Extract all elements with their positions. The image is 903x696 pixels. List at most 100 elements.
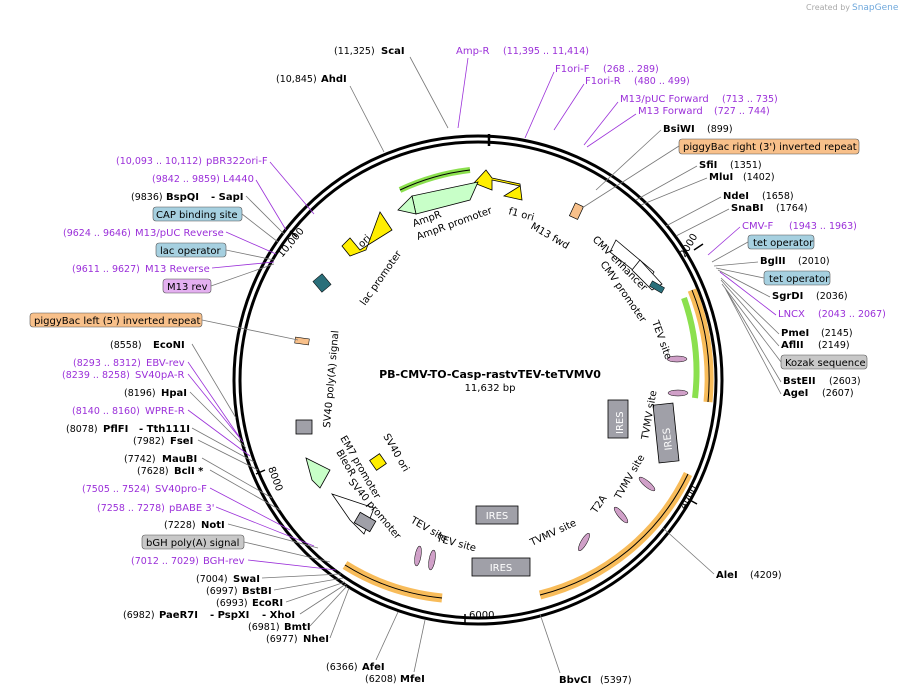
primer-sv40pro-f-coord: (7505 .. 7524) — [82, 484, 150, 495]
site-snabi: SnaBI — [731, 203, 763, 214]
site-ahdi: AhdI — [321, 74, 347, 85]
m13-rev-label: M13 rev — [167, 282, 208, 293]
site-sfii-leader — [635, 165, 698, 201]
site-noti: NotI — [201, 520, 225, 531]
site-ecori-coord: (6993) — [216, 598, 248, 609]
ires-block-4 — [471, 557, 531, 577]
site-agei-coord: (2607) — [822, 388, 854, 399]
site-nhei-coord: (6977) — [266, 634, 298, 645]
primer-f1ori-f-coord: (268 .. 289) — [603, 64, 659, 75]
site-fsei: FseI — [170, 436, 193, 447]
primer-pbr322-leader — [269, 161, 315, 215]
site-hpai-coord: (8196) — [124, 388, 156, 399]
credit-label: Created by — [806, 3, 850, 12]
site-ecori: EcoRI — [252, 598, 283, 609]
primer-f1ori-r: F1ori-R — [585, 76, 621, 87]
backbone-inner — [238, 140, 718, 620]
pb-left-leader — [201, 319, 299, 341]
ires-block-2 — [652, 402, 680, 464]
primer-lncx-leader — [719, 271, 777, 316]
site-econi-leader — [191, 343, 237, 419]
lac-operator-mark — [312, 273, 332, 293]
site-bglii-leader — [713, 261, 759, 267]
site-maubi-coord: (7742) — [124, 454, 156, 465]
site-ahdi-coord: (10,845) — [276, 74, 317, 85]
site-alei: AleI — [716, 570, 738, 581]
primer-m13-puc-forward: M13/pUC Forward — [620, 94, 709, 105]
primer-m13-reverse: M13 Reverse — [145, 264, 210, 275]
tvmv-site-mark-3 — [578, 532, 590, 552]
site-pflfi: PflFI — [103, 424, 128, 435]
site-ahdi-leader — [349, 85, 385, 153]
sv40-promoter-grey — [353, 511, 377, 533]
t2a-mark — [613, 506, 629, 524]
plasmid-name: PB-CMV-TO-Casp-rastvTEV-teTVMV0 — [379, 368, 601, 381]
orange-band-3-line — [344, 564, 443, 599]
site-bstbi: BstBI — [242, 586, 272, 597]
site-bglii: BglII — [760, 256, 786, 267]
tet-operator-leader-1 — [711, 241, 749, 263]
primer-m13-reverse-leader — [211, 261, 275, 269]
primer-m13-puc-leader — [583, 101, 619, 146]
bgh-label: bGH poly(A) signal — [146, 538, 239, 549]
site-bbvci: BbvCI — [559, 675, 591, 686]
ires-label-3: IRES — [486, 511, 509, 522]
site-fsei-leader — [197, 439, 259, 471]
feature-tev-site-3: TEV site — [434, 533, 477, 554]
pb-right-label: piggyBac right (3') inverted repeat — [683, 142, 857, 153]
site-mlui: MluI — [709, 172, 733, 183]
site-bbvci-leader — [539, 613, 561, 674]
green-band-2-line — [399, 169, 471, 191]
primer-pbr322: pBR322ori-F — [206, 156, 268, 167]
feature-m13-fwd: M13 fwd — [529, 221, 571, 252]
pb-right-label-box — [678, 138, 860, 155]
ires-label-1: IRES — [615, 411, 626, 434]
primer-m13-forward-coord: (727 .. 744) — [714, 106, 770, 117]
pb-right-leader — [581, 145, 680, 209]
primer-pbr322-coord: (10,093 .. 10,112) — [116, 156, 202, 167]
site-mlui-leader — [640, 177, 708, 206]
site-agei: AgeI — [783, 388, 808, 399]
primer-wpre-r-leader — [187, 409, 251, 457]
feature-ori: ori — [356, 233, 373, 250]
m13-rev-leader — [210, 263, 275, 287]
primer-sv40pa-r-leader — [187, 373, 244, 443]
ampr-arrow-head — [397, 195, 417, 215]
tev-site-mark-2 — [414, 545, 422, 567]
primer-sv40pro-f-leader — [209, 487, 291, 531]
site-paer7i: PaeR7I — [159, 610, 198, 621]
site-bglii-coord: (2010) — [798, 256, 830, 267]
primer-m13-forward-leader — [586, 113, 637, 148]
primer-pbabe3: pBABE 3' — [169, 503, 215, 514]
ampr-arrow — [411, 181, 479, 215]
site-bbvci-coord: (5397) — [600, 675, 632, 686]
primer-sv40pa-r: SV40pA-R — [135, 370, 184, 381]
lac-operator-label: lac operator — [160, 246, 221, 257]
site-scai: ScaI — [381, 46, 405, 57]
site-swai-coord: (7004) — [196, 574, 228, 585]
primer-m13-puc-forward-coord: (713 .. 735) — [722, 94, 778, 105]
feature-t2a: T2A — [589, 493, 610, 516]
ires-block-3 — [475, 505, 519, 525]
site-alei-coord: (4209) — [750, 570, 782, 581]
pb-left-label: piggyBac left (5') inverted repeat — [34, 316, 200, 327]
primer-cmv-f: CMV-F — [742, 221, 773, 232]
feature-f1-ori: f1 ori — [507, 206, 535, 223]
site-maubi-leader — [201, 457, 273, 499]
site-aflii: AflII — [781, 340, 804, 351]
ires-label-2: IRES — [662, 427, 675, 451]
site-swai: SwaI — [233, 574, 260, 585]
site-ndei-coord: (1658) — [762, 191, 794, 202]
site-maubi: MauBI — [162, 454, 197, 465]
site-tth111i: - Tth111I — [139, 424, 190, 435]
bleor-arrow — [305, 457, 331, 489]
site-scai-coord: (11,325) — [334, 46, 375, 57]
tet-operator-label-2: tet operator — [769, 274, 830, 285]
site-afei: AfeI — [362, 662, 385, 673]
site-ndei: NdeI — [723, 191, 749, 202]
primer-amp-r-coord: (11,395 .. 11,414) — [503, 46, 589, 57]
site-mfei-leader — [413, 619, 426, 673]
plasmid-size: 11,632 bp — [465, 383, 516, 394]
site-bsteii: BstEII — [783, 376, 816, 387]
site-swai-leader — [261, 573, 342, 579]
